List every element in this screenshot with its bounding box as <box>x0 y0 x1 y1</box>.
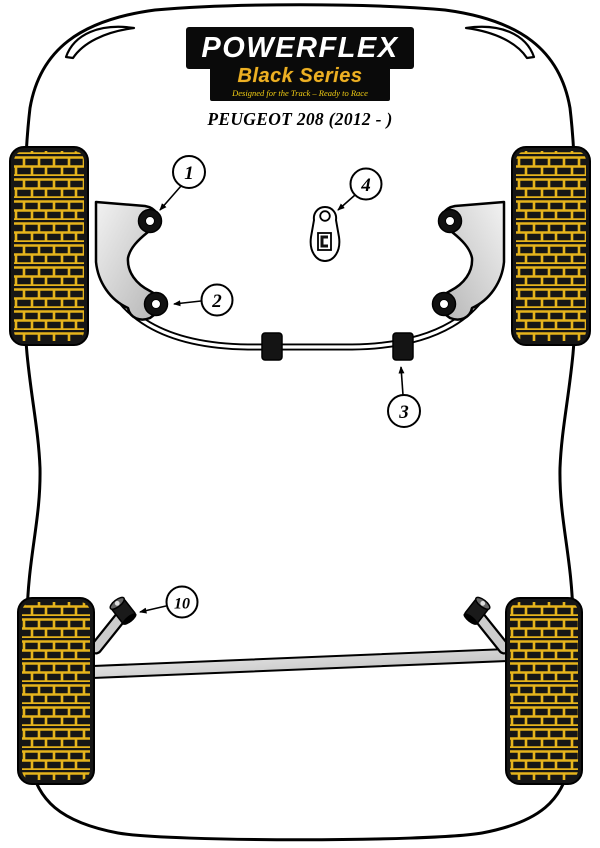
callout-3-label: 3 <box>398 402 409 423</box>
right-cowl-crescent <box>464 25 536 60</box>
callout-1-label: 1 <box>184 163 194 184</box>
callout-3-arrow <box>398 366 405 396</box>
callout-4[interactable]: 4 <box>337 167 383 211</box>
front-left-tire <box>9 146 89 346</box>
arb-clamp-left <box>261 332 283 361</box>
rear-beam-front-bush <box>109 596 137 625</box>
logo-brand-text: POWERFLEX <box>201 32 398 64</box>
callout-3[interactable]: 3 <box>387 366 421 428</box>
rear-right-tire <box>505 597 583 785</box>
page-title: PEUGEOT 208 (2012 - ) <box>206 109 392 129</box>
logo-series-text: Black Series <box>238 65 363 87</box>
rear-left-trailing-arm <box>89 596 137 655</box>
arb-clamp-right <box>392 332 414 361</box>
car-body-outline <box>22 3 578 842</box>
callout-10-arrow <box>139 605 167 614</box>
logo-tagline-text: Designed for the Track – Ready to Race <box>231 88 368 98</box>
callout-3-circle[interactable] <box>387 394 421 428</box>
logo-background-top <box>186 27 414 69</box>
callout-1-arrow <box>159 185 182 211</box>
rear-left-tire <box>17 597 95 785</box>
callout-2-label: 2 <box>211 291 222 312</box>
callout-2-circle[interactable] <box>200 283 234 317</box>
front-left-control-arm <box>94 200 169 321</box>
callout-2-arrow <box>173 300 202 307</box>
callout-10-label: 10 <box>174 596 190 613</box>
callout-10-circle[interactable] <box>165 585 199 619</box>
front-right-tire <box>511 146 591 346</box>
callout-1-circle[interactable] <box>172 155 206 189</box>
callout-4-arrow <box>337 194 356 211</box>
callout-2[interactable]: 2 <box>173 283 234 317</box>
callout-1[interactable]: 1 <box>159 155 206 211</box>
powerflex-logo: POWERFLEX Black Series Designed for the … <box>186 27 414 101</box>
left-cowl-crescent <box>64 25 136 60</box>
callout-4-label: 4 <box>360 175 371 196</box>
callout-10[interactable]: 10 <box>139 585 199 619</box>
callout-4-circle[interactable] <box>349 167 383 201</box>
logo-background-bottom <box>210 64 390 101</box>
lower-engine-mount <box>309 205 341 263</box>
